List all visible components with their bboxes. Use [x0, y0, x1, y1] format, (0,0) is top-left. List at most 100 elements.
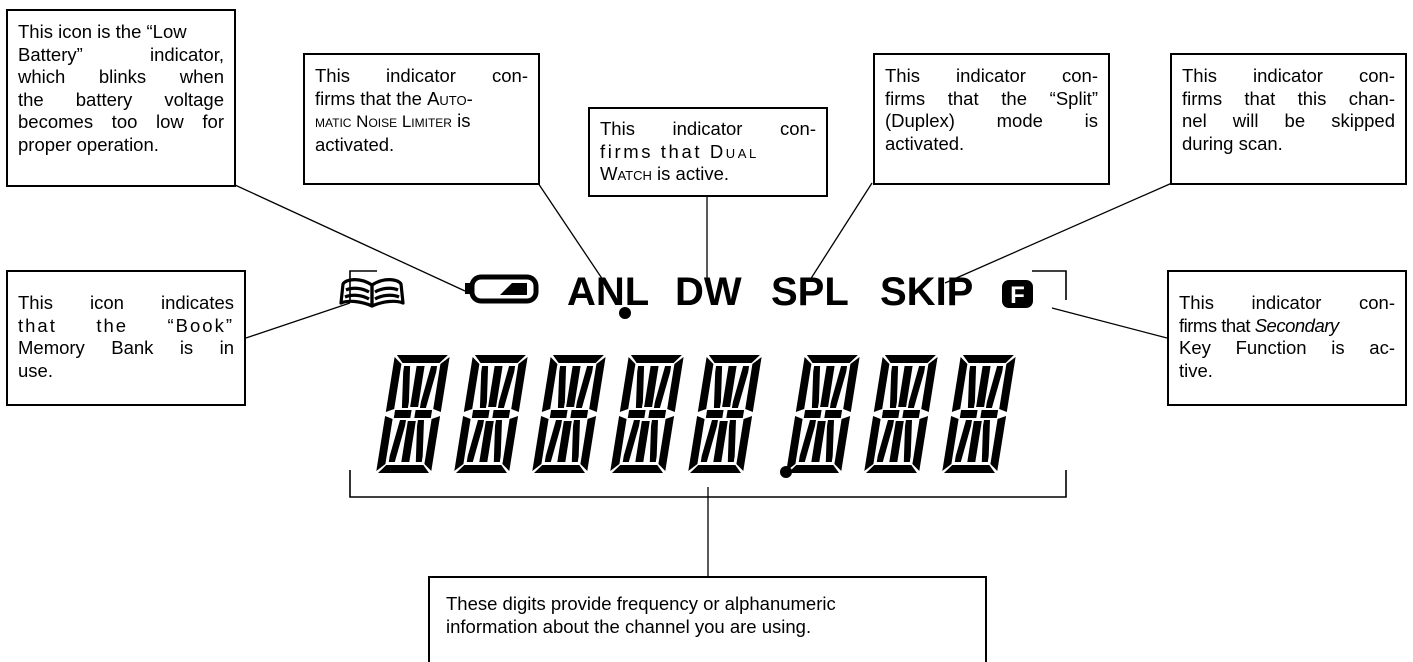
- segment: [898, 366, 913, 407]
- callout-text: firms that the: [315, 87, 428, 109]
- indicator-dot: [619, 307, 631, 319]
- segment: [942, 416, 959, 471]
- callout-line: Watch is active.: [600, 163, 816, 186]
- callout-line: nel will be skipped: [1182, 110, 1395, 131]
- callout-text-smallcaps: matic Noise Limiter: [315, 112, 452, 131]
- segment: [700, 420, 718, 462]
- callout-line: information about the channel you are us…: [446, 615, 812, 637]
- callout-line: firms that the Auto-: [315, 88, 528, 111]
- callout-skip: This indicator con- firms that this chan…: [1170, 53, 1407, 185]
- callout-line: Key Function is ac-: [1179, 337, 1395, 358]
- segment: [549, 410, 568, 418]
- callout-line: firms that this chan-: [1182, 87, 1395, 109]
- callout-line: This indicator con-: [600, 118, 816, 139]
- segment: [571, 420, 580, 462]
- segment: [401, 366, 411, 408]
- function-letter: F: [1010, 282, 1025, 309]
- segment: [580, 416, 597, 471]
- segment: [648, 410, 667, 418]
- segment: [410, 366, 425, 407]
- segment: [415, 420, 424, 462]
- segment: [985, 366, 1004, 408]
- segment: [713, 421, 728, 462]
- segment: [944, 465, 995, 473]
- segment: [795, 357, 812, 412]
- segment: [866, 465, 917, 473]
- segment: [479, 421, 494, 462]
- callout-line: (Duplex) mode is: [885, 110, 1098, 131]
- segment: [454, 416, 471, 471]
- book-icon: [339, 278, 405, 308]
- callout-text: is active.: [651, 163, 729, 184]
- segment: [803, 410, 822, 418]
- segment: [705, 410, 724, 418]
- callout-text: is: [451, 110, 471, 131]
- segment: [959, 410, 978, 418]
- lcd-frame: [349, 270, 1067, 498]
- segment: [492, 410, 511, 418]
- callout-line: This indicator con-: [1182, 65, 1395, 86]
- segment: [627, 410, 646, 418]
- segment: [722, 366, 737, 407]
- segment: [534, 465, 585, 473]
- segment: [635, 366, 645, 408]
- segment: [393, 410, 412, 418]
- segment: [902, 410, 921, 418]
- segment: [688, 416, 705, 471]
- spl-indicator: SPL: [771, 270, 849, 314]
- segment: [497, 366, 516, 408]
- segment: [541, 357, 558, 412]
- leader-skip: [944, 182, 1173, 284]
- segment: [980, 410, 999, 418]
- callout-text-smallcaps: Auto-: [427, 87, 473, 109]
- segment: [912, 416, 929, 471]
- segment: [502, 416, 519, 471]
- segment: [566, 366, 581, 407]
- callout-line: This icon indicates: [18, 292, 234, 313]
- segment: [962, 355, 1014, 363]
- segment: [889, 366, 899, 408]
- segment: [731, 366, 750, 408]
- segment: [967, 366, 977, 408]
- callout-text: firms that: [600, 140, 710, 162]
- digit-7: [864, 355, 938, 473]
- segment: [951, 357, 968, 412]
- callout-low-battery: This icon is the “Low Battery” indicator…: [6, 9, 236, 187]
- segment: [653, 366, 672, 408]
- callout-line: during scan.: [1182, 132, 1283, 154]
- segment: [727, 420, 736, 462]
- segment: [806, 355, 858, 363]
- callout-line: firms that Secondary: [1179, 315, 1395, 338]
- callout-line: This indicator con-: [1179, 292, 1395, 313]
- segment: [864, 416, 881, 471]
- digit-8: [942, 355, 1016, 473]
- segment: [378, 465, 429, 473]
- segment: [488, 366, 503, 407]
- segment: [903, 420, 912, 462]
- segment: [493, 420, 502, 462]
- callout-line: becomes too low for: [18, 111, 224, 132]
- leader-secondary: [1051, 307, 1168, 339]
- callout-line: matic Noise Limiter is: [315, 110, 528, 134]
- segment: [424, 416, 441, 471]
- callout-line: This icon is the “Low: [18, 21, 187, 42]
- callout-line: firms that Dual: [600, 141, 816, 164]
- segment: [954, 420, 972, 462]
- segment: [811, 366, 821, 408]
- segment: [385, 357, 402, 412]
- segment: [649, 420, 658, 462]
- dw-indicator: DW: [675, 270, 742, 314]
- segment: [708, 355, 760, 363]
- segment: [635, 421, 650, 462]
- digit-1: [376, 355, 450, 473]
- segment: [544, 420, 562, 462]
- segment: [644, 366, 659, 407]
- segment: [726, 410, 745, 418]
- callout-line: Battery” indicator,: [18, 43, 224, 65]
- battery-icon: [465, 274, 539, 304]
- callout-line: firms that the “Split”: [885, 87, 1098, 109]
- leader-spl: [809, 182, 873, 281]
- callout-anl: This indicator con- firms that the Auto-…: [303, 53, 540, 185]
- segment: [463, 357, 480, 412]
